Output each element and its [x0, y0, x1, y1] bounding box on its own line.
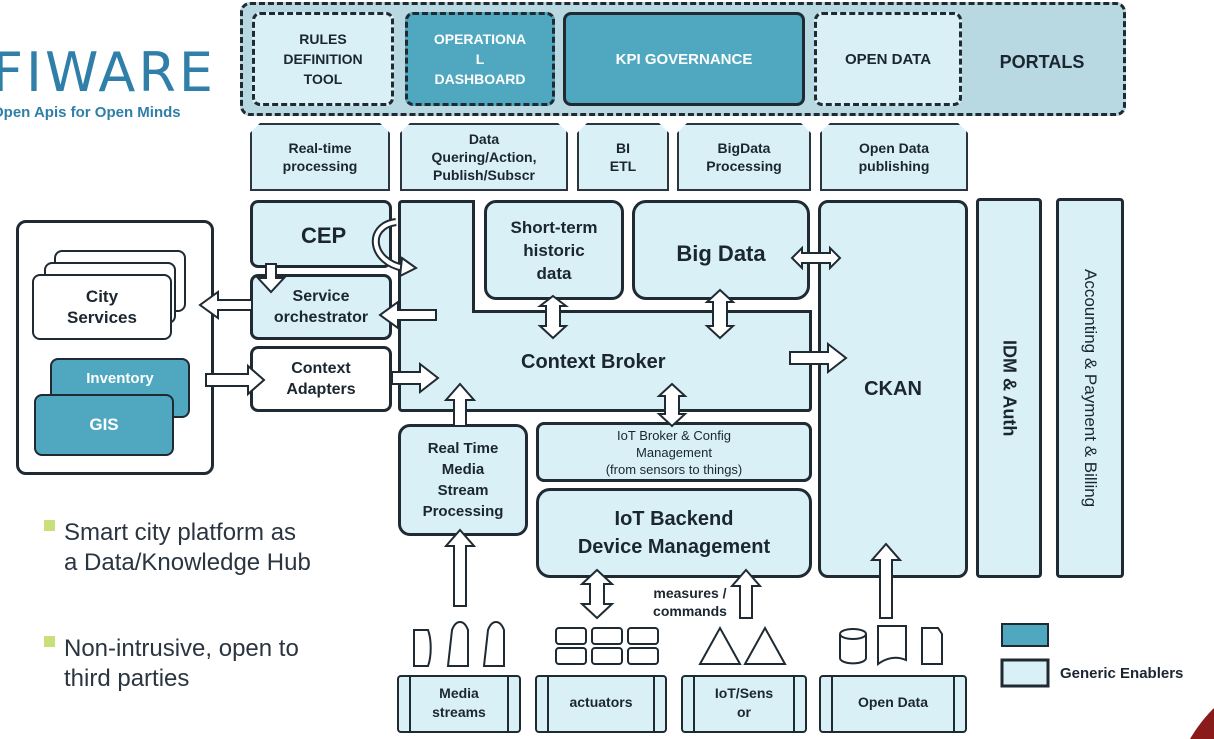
sensor-icons [698, 625, 787, 665]
accounting-label: Accounting & Payment & Billing [1081, 268, 1100, 508]
arrow-streams-up [443, 528, 477, 607]
arrow-sensor-up [729, 568, 763, 619]
context-broker-notch-edge [472, 200, 475, 313]
tab-bigdata-label: BigData Processing [706, 140, 782, 174]
legend-light-swatch [1000, 658, 1050, 688]
tab-open-data-publishing[interactable]: Open Data publishing [820, 123, 968, 191]
arrow-bigdata-broker [704, 288, 736, 340]
kpi-governance-label: KPI GOVERNANCE [615, 50, 753, 68]
media-streams-box [397, 675, 521, 733]
actuators-box [535, 675, 667, 733]
media-streams-label: Media streams [432, 685, 486, 720]
actuators-label: actuators [569, 694, 633, 710]
short-term-label: Short-term historic data [510, 217, 598, 283]
tab-opendata-label: Open Data publishing [858, 140, 930, 174]
real-time-media-stream-processing[interactable]: Real Time Media Stream Processing [398, 424, 528, 536]
tab-data-query-label: Data Quering/Action, Publish/Subscr [431, 131, 537, 183]
accounting-payment-billing[interactable]: Accounting & Payment & Billing [1056, 198, 1124, 578]
cep[interactable]: CEP [250, 200, 392, 268]
arrow-backend-actuators [579, 568, 615, 620]
open-data-label: Open Data [857, 694, 928, 710]
iot-broker-label: IoT Broker & Config Management (from sen… [605, 427, 743, 477]
open-data-box [819, 675, 967, 733]
arrow-bigdata-ckan [790, 245, 842, 271]
arrow-broker-to-ckan [789, 341, 848, 375]
inventory-label: Inventory [86, 370, 154, 387]
bullet-text-1: Smart city platform as a Data/Knowledge … [64, 519, 311, 576]
legend-generic-enablers: Generic Enablers [1060, 665, 1184, 682]
logo-wordmark: FIWARE [0, 41, 217, 104]
bullet-marker-1 [44, 520, 55, 531]
gis-label: GIS [89, 415, 119, 434]
portals-label: PORTALS [999, 52, 1085, 72]
big-data-label: Big Data [676, 241, 766, 266]
arrow-opendata-ckan [869, 542, 903, 619]
arrow-to-city-services [198, 290, 253, 320]
ckan[interactable]: CKAN [818, 200, 968, 578]
gis[interactable]: GIS [34, 394, 174, 456]
arrow-broker-iot [656, 382, 688, 428]
kpi-governance[interactable]: KPI GOVERNANCE [563, 12, 805, 106]
iot-sensor-label: IoT/Sens or [714, 685, 774, 720]
tab-data-querying[interactable]: Data Quering/Action, Publish/Subscr [400, 123, 568, 191]
context-adapters-label: Context Adapters [286, 360, 356, 398]
city-services-label: City Services [67, 287, 137, 327]
rules-definition-label: RULES DEFINITION TOOL [283, 31, 363, 87]
short-term-historic-data[interactable]: Short-term historic data [484, 200, 624, 300]
tab-bi-etl[interactable]: BI ETL [577, 123, 669, 191]
realtime-media-label: Real Time Media Stream Processing [422, 440, 504, 520]
arrow-media-to-broker [443, 382, 477, 427]
ckan-label: CKAN [864, 377, 922, 400]
operational-dashboard[interactable]: OPERATIONA L DASHBOARD [405, 12, 555, 106]
context-broker-notch-edge2 [472, 310, 812, 313]
legend-dark-swatch [1001, 623, 1049, 647]
idm-auth[interactable]: IDM & Auth [976, 198, 1042, 578]
bullet-marker-2 [44, 636, 55, 647]
tab-realtime-processing[interactable]: Real-time processing [250, 123, 390, 191]
context-adapters[interactable]: Context Adapters [250, 346, 392, 412]
open-data-portal[interactable]: OPEN DATA [814, 12, 962, 106]
open-data-icons [839, 625, 943, 666]
tab-bi-label: BI ETL [609, 140, 637, 174]
city-services[interactable]: City Services [32, 274, 172, 340]
arrow-to-context-adapters [205, 363, 266, 397]
actuator-icons [555, 627, 659, 665]
logo-tagline: Open Apis for Open Minds [0, 104, 181, 121]
iot-sensor-box [681, 675, 807, 733]
open-data-portal-label: OPEN DATA [844, 50, 932, 68]
idm-label: IDM & Auth [999, 339, 1020, 437]
tab-bigdata-processing[interactable]: BigData Processing [677, 123, 811, 191]
bullet-text-2: Non-intrusive, open to third parties [64, 635, 299, 692]
arrow-to-service-orch [378, 300, 437, 330]
cep-label: CEP [301, 223, 347, 248]
arrow-shortterm-broker [537, 294, 569, 340]
corner-decoration [1190, 708, 1214, 739]
media-stream-icons [413, 621, 505, 667]
tab-realtime-label: Real-time processing [282, 140, 358, 174]
context-broker-label: Context Broker [521, 351, 666, 373]
service-orchestrator-label: Service orchestrator [273, 288, 369, 326]
iot-broker-config[interactable]: IoT Broker & Config Management (from sen… [536, 422, 812, 482]
iot-backend-device-management[interactable]: IoT Backend Device Management [536, 488, 812, 578]
fiware-logo: FIWARE Open Apis for Open Minds [0, 44, 217, 134]
operational-dashboard-label: OPERATIONA L DASHBOARD [433, 31, 527, 87]
iot-backend-label: IoT Backend Device Management [577, 508, 771, 558]
rules-definition-tool[interactable]: RULES DEFINITION TOOL [252, 12, 394, 106]
arrow-cep-down [255, 263, 287, 294]
measures-commands-label: measures / commands [653, 585, 727, 619]
arrow-adapters-to-broker [391, 361, 440, 395]
